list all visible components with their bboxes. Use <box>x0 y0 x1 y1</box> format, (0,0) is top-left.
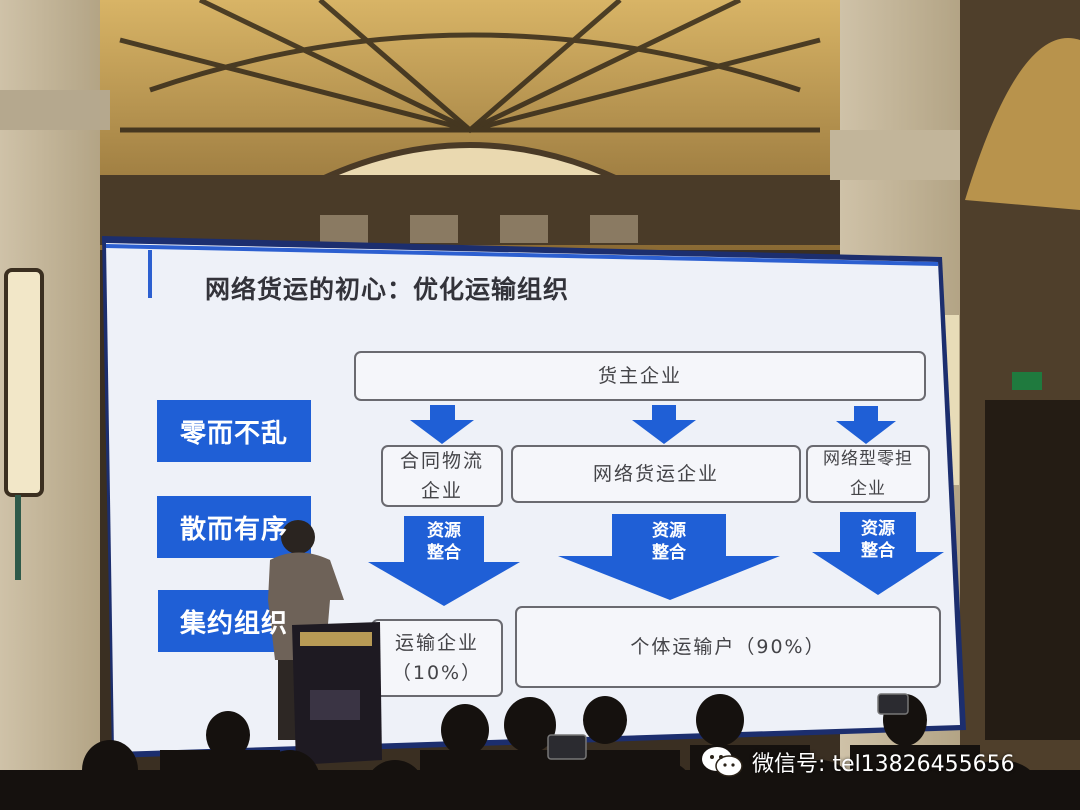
side-label: 集约组织 <box>158 590 312 652</box>
side-label: 散而有序 <box>157 496 311 558</box>
merge-arrow-label: 资源整合 <box>629 520 709 564</box>
top-box-label: 货主企业 <box>355 352 925 400</box>
phone <box>548 735 586 759</box>
merge-arrow-label: 资源整合 <box>404 520 484 564</box>
watermark-text: 微信号: tel13826455656 <box>752 746 1015 778</box>
middle-box-label: 网络货运企业 <box>512 446 800 502</box>
merge-arrow-label: 资源整合 <box>838 518 918 562</box>
bottom-box-label: 个体运输户（90%） <box>516 607 940 687</box>
side-label: 零而不乱 <box>157 400 311 462</box>
bottom-box-label: 运输企业（10%） <box>372 620 502 696</box>
slide-title: 网络货运的初心：优化运输组织 <box>205 270 569 306</box>
middle-box-label: 合同物流企业 <box>382 446 502 506</box>
wechat-icon <box>700 744 744 780</box>
wechat-watermark: 微信号: tel13826455656 <box>700 740 1015 784</box>
wall-lamp <box>6 270 42 495</box>
middle-box-label: 网络型零担企业 <box>807 446 929 502</box>
phone <box>878 694 908 714</box>
